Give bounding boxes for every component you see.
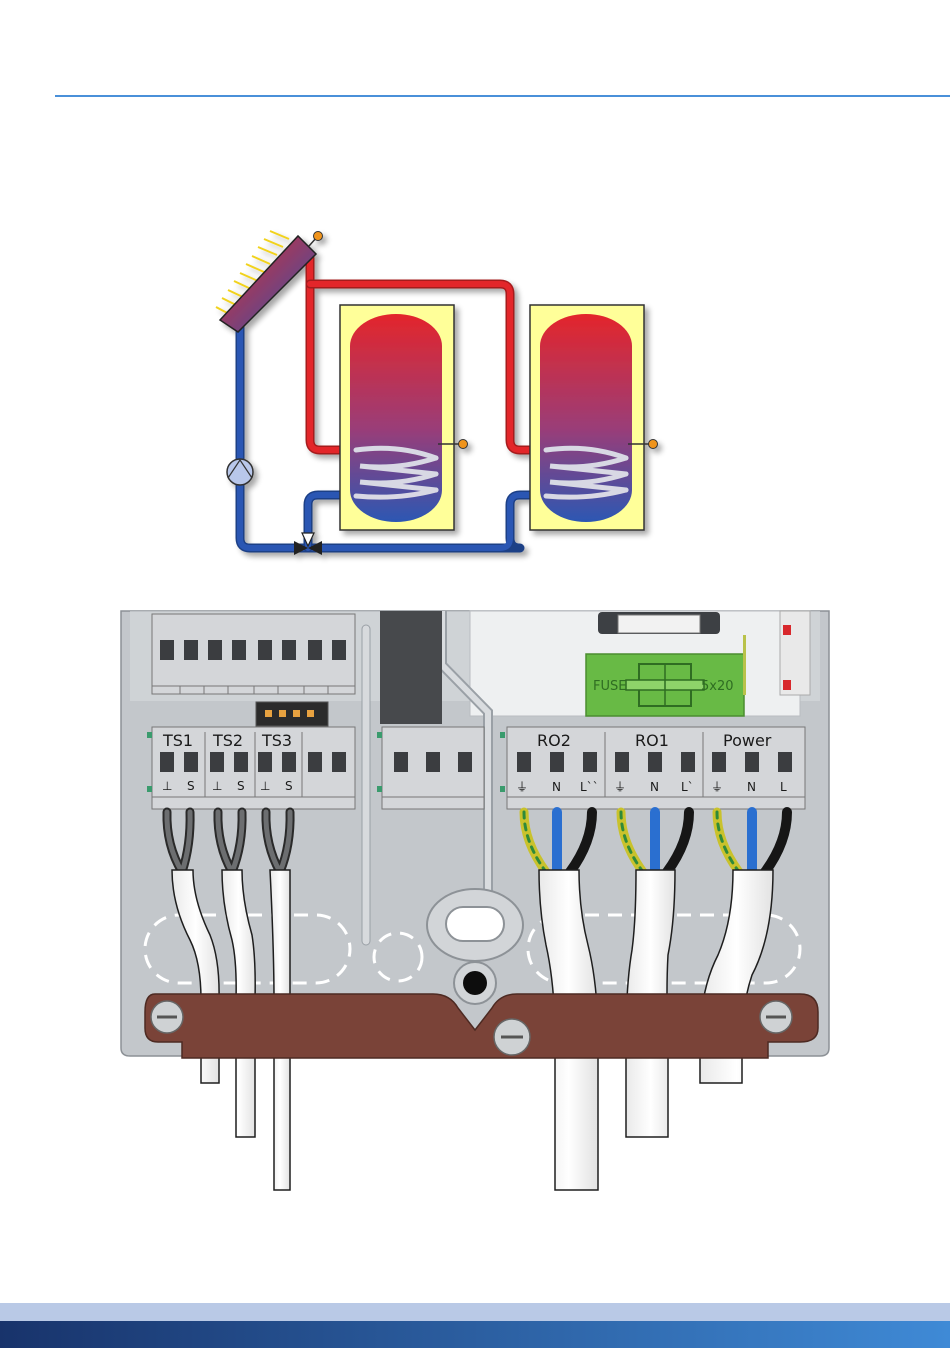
solar-schematic (216, 231, 658, 555)
relay-pin-label: ⏚ (614, 780, 626, 794)
sensor-group-label: TS2 (212, 731, 243, 750)
sensor-pin-label: S (285, 779, 293, 793)
storage-tank-2 (530, 305, 658, 530)
sensor-group-label: TS3 (261, 731, 292, 750)
relay-group-label: RO2 (537, 731, 571, 750)
upper-terminal-block (152, 614, 355, 694)
relay-pin-label: ⏚ (516, 780, 528, 794)
relay-group-label: Power (723, 731, 772, 750)
cable-entry-block (380, 611, 442, 724)
relay-pin-label: ⏚ (711, 780, 723, 794)
screw-icon (494, 1019, 530, 1055)
sensor-pin-label: S (187, 779, 195, 793)
fuse-label: FUSE (593, 679, 626, 694)
relay-group-label: RO1 (635, 731, 669, 750)
relay-pin-label: N (747, 780, 756, 794)
storage-tank-1 (340, 305, 468, 530)
pump-icon (227, 459, 253, 485)
relay-pin-label: N (650, 780, 659, 794)
relay-pin-label: N (552, 780, 561, 794)
sensor-pin-label: ⊥ (260, 779, 270, 793)
wiring-diagram: TS1 TS2 TS3 ⊥ S ⊥ S ⊥ S (121, 611, 829, 1190)
programming-connector (256, 702, 328, 726)
sensor-pin-label: ⊥ (212, 779, 222, 793)
sensor-group-label: TS1 (162, 731, 193, 750)
sensor-pin-label: ⊥ (162, 779, 172, 793)
relay-pin-label: L` (681, 780, 694, 794)
relay-pin-label: L`` (580, 780, 599, 794)
screw-icon (151, 1001, 183, 1033)
fuse-size-label: 5x20 (701, 679, 734, 694)
relay-pin-label: L (780, 780, 787, 794)
sensor-pin-label: S (237, 779, 245, 793)
screw-icon (760, 1001, 792, 1033)
